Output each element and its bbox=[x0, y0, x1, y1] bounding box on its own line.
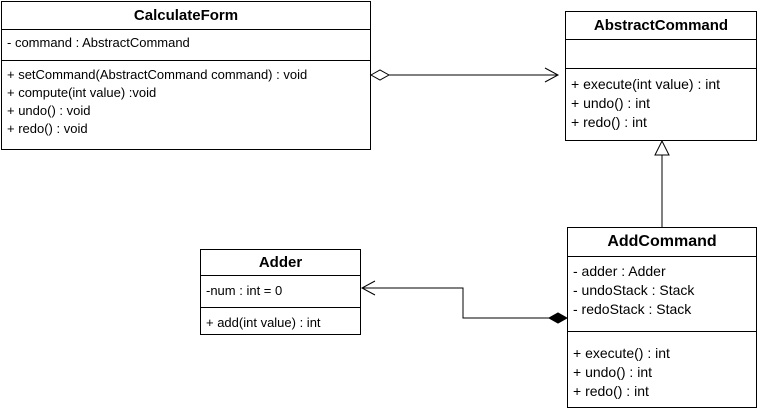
class-name: AddCommand bbox=[568, 228, 756, 257]
operations-section: + add(int value) : int bbox=[201, 308, 360, 334]
operation: + undo() : int bbox=[571, 95, 650, 111]
class-name: AbstractCommand bbox=[566, 12, 756, 40]
attribute: - undoStack : Stack bbox=[573, 282, 695, 298]
attribute: - command : AbstractCommand bbox=[7, 35, 190, 50]
operation: + redo() : int bbox=[571, 114, 647, 130]
operation: + execute(int value) : int bbox=[571, 76, 721, 92]
operation: + redo() : int bbox=[573, 383, 649, 399]
aggregation-diamond bbox=[369, 69, 391, 81]
composition-diamond bbox=[547, 312, 569, 324]
class-calculate-form[interactable]: CalculateForm - command : AbstractComman… bbox=[1, 1, 371, 150]
operation: + compute(int value) :void bbox=[7, 85, 157, 100]
composition-connector bbox=[360, 280, 569, 324]
generalization-triangle bbox=[654, 139, 670, 156]
generalization-connector bbox=[654, 139, 670, 227]
composition-arrowhead bbox=[360, 280, 376, 296]
class-name: CalculateForm bbox=[2, 2, 370, 30]
attributes-section: - command : AbstractCommand bbox=[2, 30, 370, 61]
attribute: -num : int = 0 bbox=[206, 283, 283, 298]
operation: + redo() : void bbox=[7, 121, 88, 136]
class-name: Adder bbox=[201, 250, 360, 276]
class-add-command[interactable]: AddCommand - adder : Adder - undoStack :… bbox=[567, 227, 757, 408]
composition-line bbox=[362, 287, 549, 319]
operations-section: + execute(int value) : int + undo() : in… bbox=[566, 69, 756, 134]
class-adder[interactable]: Adder -num : int = 0 + add(int value) : … bbox=[200, 249, 361, 335]
attributes-section: -num : int = 0 bbox=[201, 276, 360, 308]
attribute: - redoStack : Stack bbox=[573, 301, 692, 317]
operation: + add(int value) : int bbox=[206, 315, 321, 330]
class-abstract-command[interactable]: AbstractCommand + execute(int value) : i… bbox=[565, 11, 757, 141]
operations-section: + setCommand(AbstractCommand command) : … bbox=[2, 61, 370, 140]
operation: + setCommand(AbstractCommand command) : … bbox=[7, 67, 308, 82]
attribute: - adder : Adder bbox=[573, 263, 666, 279]
aggregation-connector bbox=[369, 67, 560, 83]
attributes-section bbox=[566, 40, 756, 69]
attributes-section: - adder : Adder - undoStack : Stack - re… bbox=[568, 257, 756, 332]
operation: + execute() : int bbox=[573, 345, 670, 361]
operations-section: + execute() : int + undo() : int + redo(… bbox=[568, 332, 756, 403]
operation: + undo() : int bbox=[573, 364, 652, 380]
aggregation-arrowhead bbox=[544, 67, 560, 83]
operation: + undo() : void bbox=[7, 103, 91, 118]
